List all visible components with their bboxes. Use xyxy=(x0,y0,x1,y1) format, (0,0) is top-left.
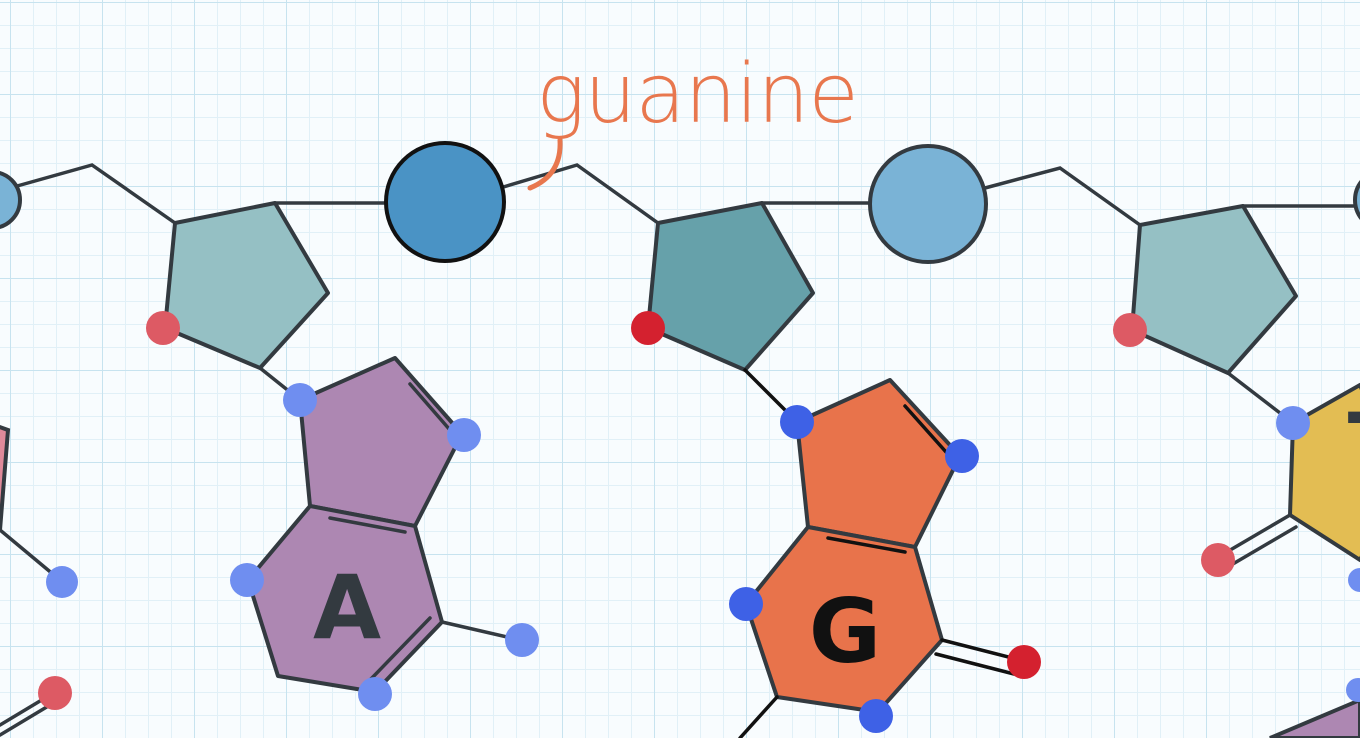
sugar-pentagon xyxy=(1130,204,1298,375)
nitrogen-atom xyxy=(283,383,317,417)
label-pointer xyxy=(527,137,563,191)
nitrogen-atom xyxy=(447,418,481,452)
base-letter-a: A xyxy=(313,556,381,659)
oxygen-atom xyxy=(1201,543,1235,577)
nitrogen-atom xyxy=(1276,406,1310,440)
oxygen-atom xyxy=(38,676,72,710)
nitrogen-atom xyxy=(945,439,979,473)
nucleotide-adenine: A xyxy=(146,201,539,711)
oxygen-atom xyxy=(1007,645,1041,679)
base-letter-t: T xyxy=(1348,396,1360,489)
purine-five-ring xyxy=(795,378,962,549)
sugar-pentagon xyxy=(646,201,815,372)
nitrogen-atom xyxy=(46,566,78,598)
base-letter-g: G xyxy=(809,580,881,683)
nitrogen-atom xyxy=(1346,678,1360,702)
nitrogen-atom xyxy=(358,677,392,711)
phosphate-group xyxy=(868,144,988,264)
partial-base-ring xyxy=(0,425,11,532)
phosphate-group xyxy=(384,141,506,263)
nucleotide-guanine: G xyxy=(631,201,1041,738)
label-text: guanine xyxy=(536,47,858,142)
nucleotide-thymine: T xyxy=(1113,180,1360,738)
phosphate-group xyxy=(0,171,22,229)
partial-base-ring xyxy=(1269,697,1360,738)
phosphate-group xyxy=(1353,180,1360,220)
sugar-pentagon xyxy=(163,201,330,370)
nucleotide-left-partial xyxy=(0,171,78,737)
backbone-bonds xyxy=(8,163,1360,227)
nitrogen-atom xyxy=(859,699,893,733)
nitrogen-atom xyxy=(780,405,814,439)
nitrogen-atom xyxy=(1348,568,1360,592)
nitrogen-atom xyxy=(230,563,264,597)
nitrogen-atom xyxy=(729,587,763,621)
purine-five-ring xyxy=(298,356,464,528)
nitrogen-atom xyxy=(505,623,539,657)
oxygen-atom xyxy=(631,311,665,345)
oxygen-atom xyxy=(1113,313,1147,347)
guanine-label: guanine xyxy=(527,47,859,191)
oxygen-atom xyxy=(146,311,180,345)
